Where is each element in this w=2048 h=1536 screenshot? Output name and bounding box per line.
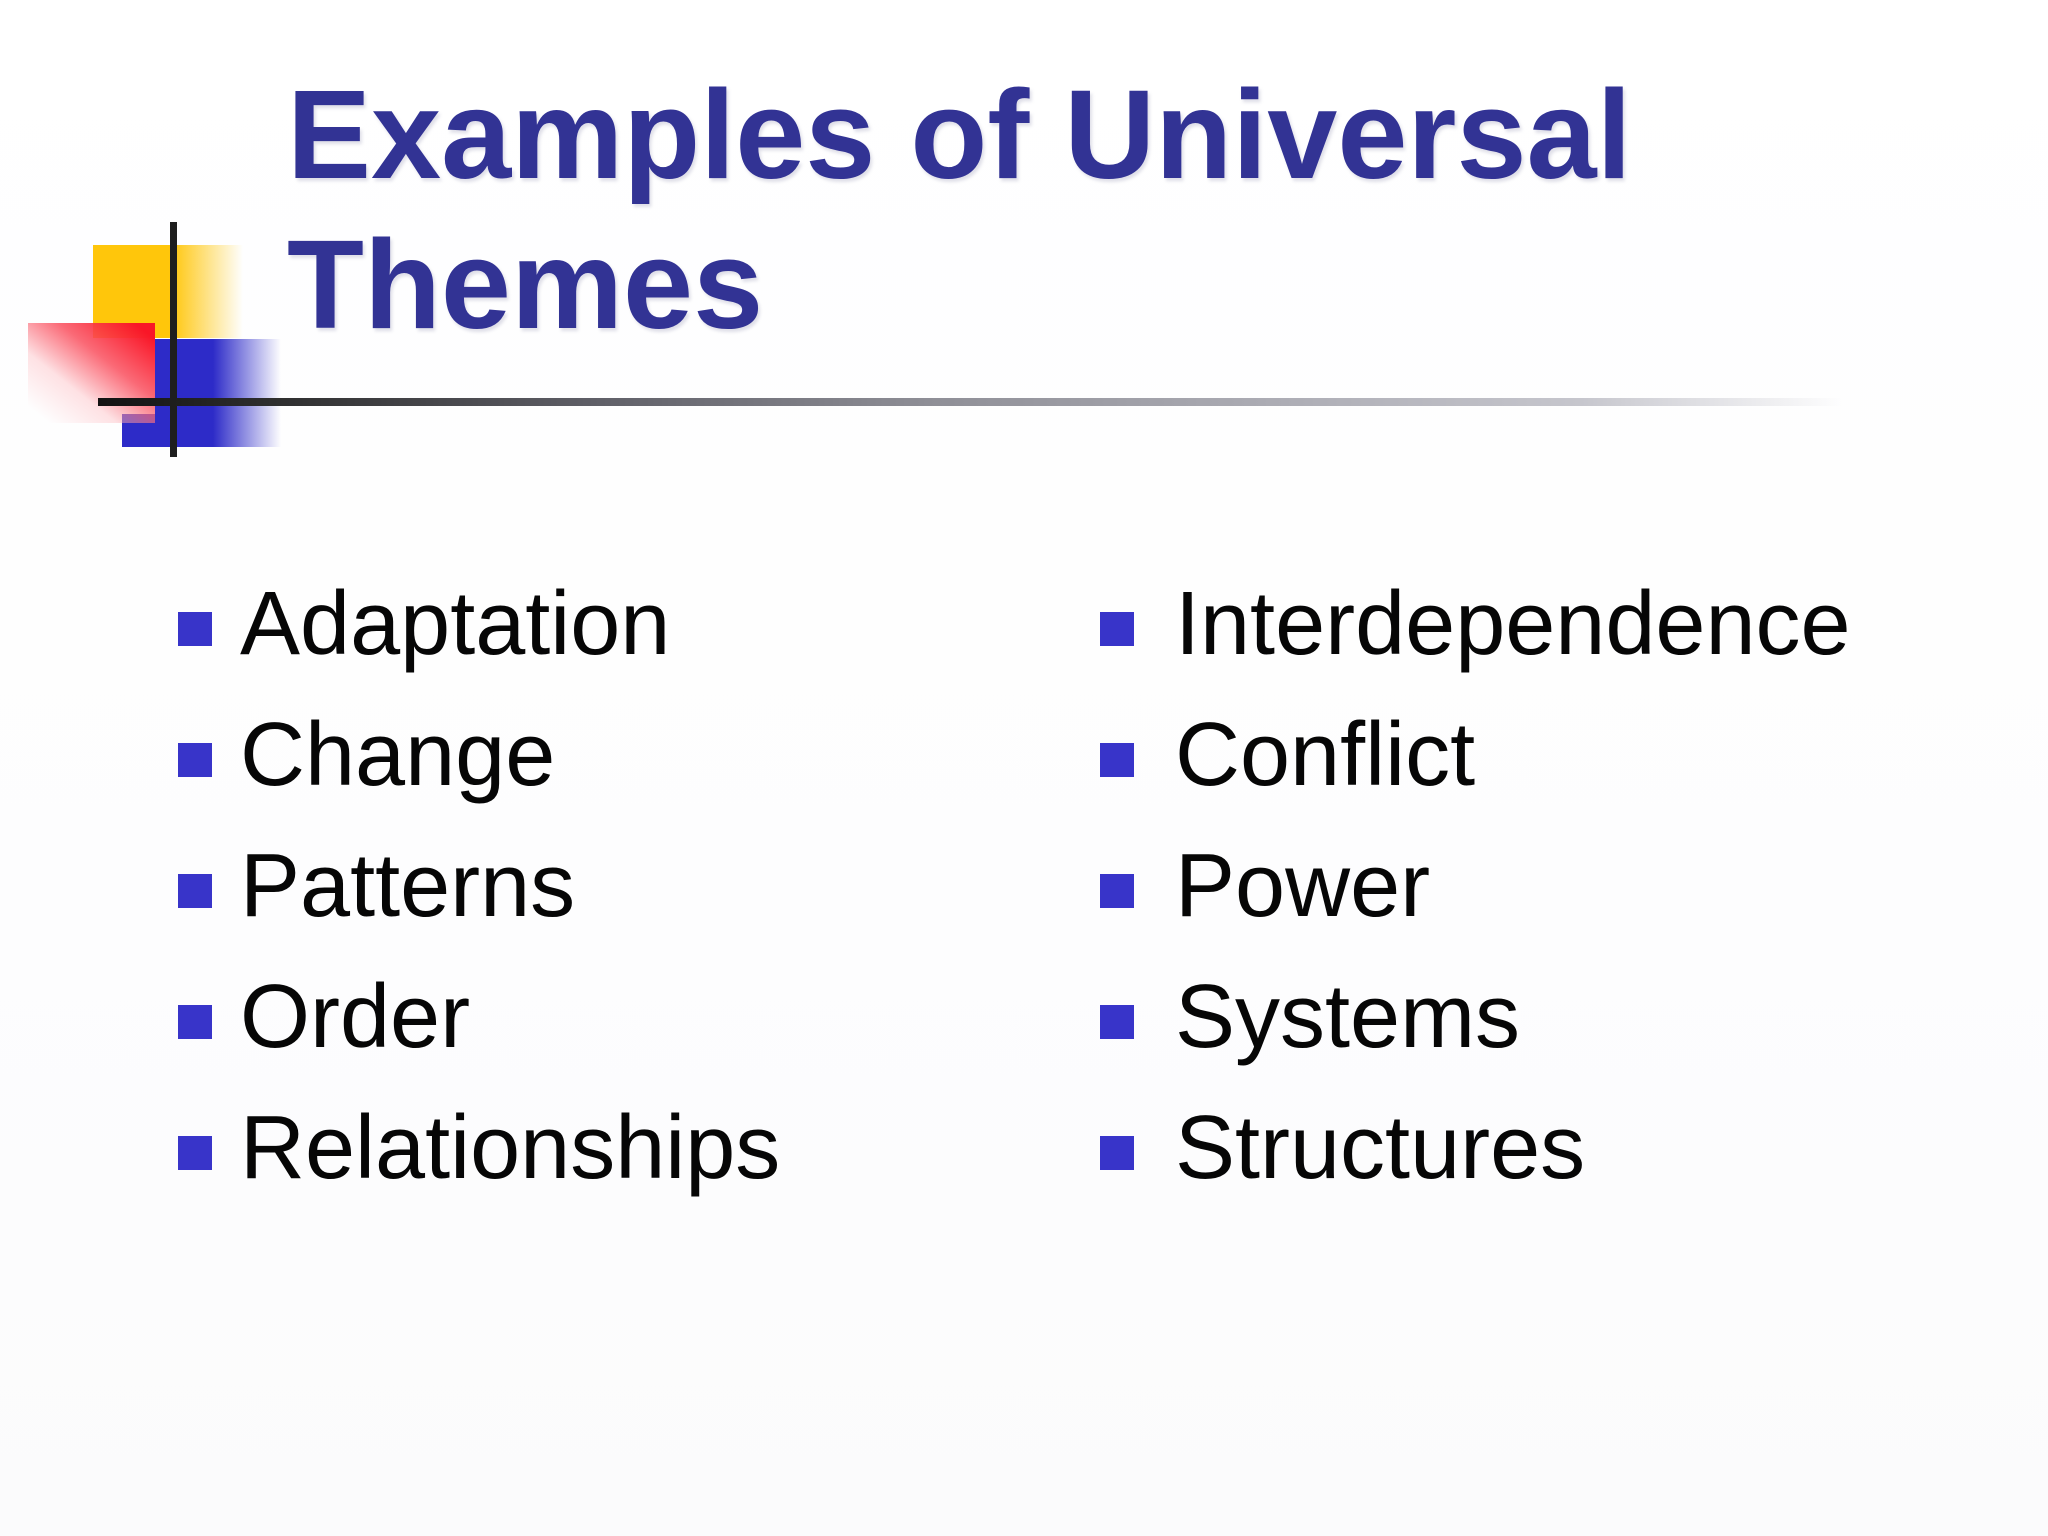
list-item: Conflict [1100, 689, 1851, 820]
yellow-square-decoration [93, 245, 243, 338]
list-item: Change [178, 689, 780, 820]
title-divider-rule [98, 398, 1843, 406]
list-item: Patterns [178, 820, 780, 951]
list-item: Systems [1100, 951, 1851, 1082]
page-title-line-2: Themes [287, 214, 764, 355]
list-item-label: Patterns [240, 835, 576, 936]
bullet-square-icon [178, 611, 212, 646]
crosshair-vertical-line [170, 222, 177, 457]
list-item: Structures [1100, 1082, 1851, 1213]
page-title-line-1: Examples of Universal [287, 64, 1632, 205]
list-item-label: Interdependence [1175, 573, 1851, 674]
list-item-label: Relationships [240, 1097, 781, 1198]
bullet-column-right: Interdependence Conflict Power Systems S… [1100, 558, 1851, 1213]
list-item: Power [1100, 820, 1851, 951]
bullet-square-icon [178, 742, 212, 777]
bullet-column-left: Adaptation Change Patterns Order Relatio… [178, 558, 780, 1213]
bullet-square-icon [1100, 742, 1134, 777]
bullet-square-icon [178, 873, 212, 908]
bullet-square-icon [1100, 1004, 1134, 1039]
list-item-label: Systems [1175, 966, 1521, 1067]
bullet-square-icon [1100, 611, 1134, 646]
list-item-label: Change [240, 704, 556, 805]
bullet-square-icon [178, 1004, 212, 1039]
page-title: Examples of Universal Themes [287, 60, 1632, 360]
list-item: Adaptation [178, 558, 780, 689]
bullet-square-icon [178, 1135, 212, 1170]
list-item-label: Power [1175, 835, 1431, 936]
list-item-label: Structures [1175, 1097, 1586, 1198]
bullet-square-icon [1100, 873, 1134, 908]
list-item: Interdependence [1100, 558, 1851, 689]
list-item: Order [178, 951, 780, 1082]
list-item-label: Order [240, 966, 471, 1067]
list-item: Relationships [178, 1082, 780, 1213]
list-item-label: Adaptation [240, 573, 671, 674]
bullet-square-icon [1100, 1135, 1134, 1170]
list-item-label: Conflict [1175, 704, 1476, 805]
red-gradient-square-decoration [28, 323, 155, 423]
